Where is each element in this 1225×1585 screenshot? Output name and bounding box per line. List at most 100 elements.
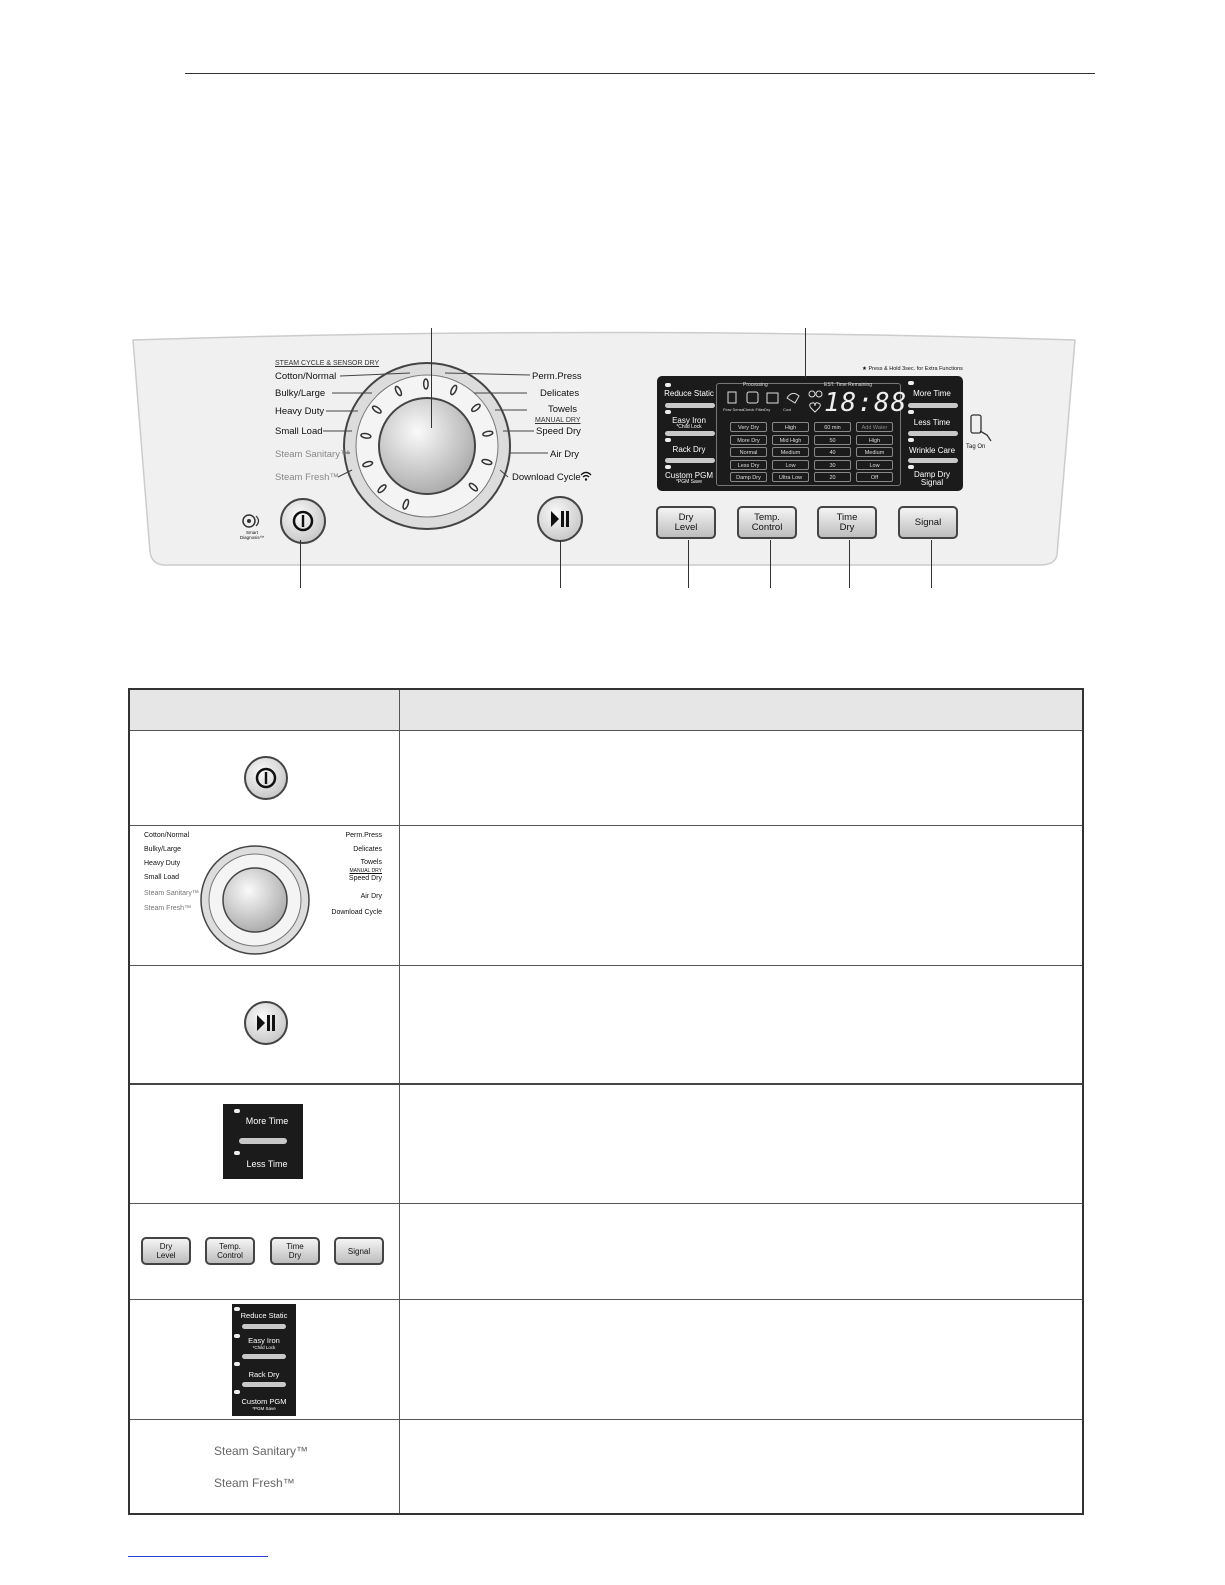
option-pill bbox=[242, 1324, 286, 1329]
custom-pgm-label: Custom PGM bbox=[241, 1397, 287, 1406]
easy-iron-pill[interactable] bbox=[665, 431, 715, 436]
check-filter-label: Check Filter bbox=[743, 407, 765, 412]
dial-option-download-cycle: Download Cycle bbox=[512, 472, 581, 483]
settings-grid-cell: Very Dry bbox=[730, 422, 767, 432]
lock-heart-icons bbox=[808, 390, 823, 413]
dial-option-small: Small Load bbox=[275, 426, 323, 437]
led-indicator bbox=[234, 1362, 240, 1366]
reduce-static-label: Reduce Static bbox=[240, 1311, 288, 1320]
signal-button[interactable]: Signal bbox=[898, 506, 958, 539]
led-indicator bbox=[234, 1151, 240, 1155]
custom-pgm-label[interactable]: Custom PGM bbox=[664, 471, 713, 480]
more-time-label[interactable]: More Time bbox=[913, 389, 951, 398]
dial-tick bbox=[360, 432, 372, 439]
dial-tick bbox=[377, 484, 387, 494]
top-rule bbox=[185, 73, 1095, 74]
dial-option-steam-sanitary: Steam Sanitary™ bbox=[275, 449, 350, 460]
dial-indicator-marks bbox=[360, 378, 494, 510]
settings-grid-cell: Add Water bbox=[856, 422, 893, 432]
led-indicator bbox=[665, 410, 671, 414]
more-time-label: More Time bbox=[245, 1116, 289, 1126]
time-display: 18:88 bbox=[824, 388, 908, 418]
reduce-static-pill[interactable] bbox=[665, 403, 715, 408]
dial-tick bbox=[422, 378, 429, 390]
time-adjust-panel: More Time Less Time bbox=[223, 1104, 303, 1179]
dial-option-label: Bulky/Large bbox=[144, 846, 181, 853]
signal-button: Signal bbox=[334, 1237, 384, 1265]
dial-option-label: Heavy Duty bbox=[144, 860, 181, 867]
wrinkle-care-label[interactable]: Wrinkle Care bbox=[908, 446, 956, 455]
option-buttons-panel: Reduce Static Easy Iron *Child Lock Rack… bbox=[232, 1304, 296, 1416]
extra-functions-note: ★ Press & Hold 3sec. for Extra Functions bbox=[862, 366, 963, 372]
dry-level-button[interactable]: Dry Level bbox=[656, 506, 716, 539]
dry-label: Dry bbox=[764, 407, 771, 412]
settings-grid-cell: 30 bbox=[814, 459, 851, 470]
dial-tick bbox=[371, 405, 382, 414]
dial-option-label: Speed Dry bbox=[348, 875, 382, 882]
led-indicator bbox=[665, 438, 671, 442]
more-time-pill[interactable] bbox=[908, 403, 958, 408]
play-pause-icon bbox=[257, 1015, 275, 1031]
easy-iron-label: Easy Iron bbox=[248, 1336, 280, 1345]
dial-option-cotton: Cotton/Normal bbox=[275, 371, 337, 382]
callout-line bbox=[805, 328, 806, 378]
dial-option-bulky: Bulky/Large bbox=[275, 388, 326, 399]
rack-dry-label[interactable]: Rack Dry bbox=[672, 445, 706, 454]
table-row bbox=[130, 1419, 1082, 1420]
pgm-save-label: *PGM Save bbox=[252, 1406, 276, 1411]
dial-option-label: Download Cycle bbox=[331, 909, 382, 916]
power-icon bbox=[292, 510, 314, 532]
callout-line bbox=[849, 540, 850, 588]
smart-diagnosis-label: Smart Diagnosis™ bbox=[239, 530, 265, 540]
dial-tick bbox=[470, 403, 481, 413]
dial-tick bbox=[362, 460, 374, 468]
reduce-static-label[interactable]: Reduce Static bbox=[664, 389, 714, 398]
settings-grid-cell: Normal bbox=[730, 447, 767, 457]
flow-sense-label: Flow Sense bbox=[723, 407, 744, 412]
time-adjust-pill bbox=[239, 1138, 287, 1144]
easy-iron-label[interactable]: Easy Iron bbox=[672, 416, 706, 425]
cool-label: Cool bbox=[783, 407, 792, 412]
less-time-label[interactable]: Less Time bbox=[913, 418, 951, 427]
option-pill bbox=[242, 1382, 286, 1387]
table-row bbox=[130, 1083, 1082, 1085]
dial-option-label: MANUAL DRY bbox=[349, 868, 382, 874]
dial-option-label: Towels bbox=[360, 859, 382, 866]
wrinkle-care-pill[interactable] bbox=[908, 458, 958, 463]
settings-grid-cell: Off bbox=[856, 472, 893, 482]
led-indicator bbox=[234, 1390, 240, 1394]
start-pause-button bbox=[244, 1001, 288, 1045]
settings-grid-cell: Medium bbox=[772, 447, 809, 457]
steam-sanitary-label: Steam Sanitary™ bbox=[214, 1444, 309, 1458]
led-indicator bbox=[234, 1307, 240, 1311]
dial-tick bbox=[468, 482, 479, 492]
less-time-pill[interactable] bbox=[908, 431, 958, 436]
time-dry-button[interactable]: Time Dry bbox=[817, 506, 877, 539]
start-pause-button[interactable] bbox=[537, 496, 583, 542]
led-indicator bbox=[665, 383, 671, 387]
damp-dry-label[interactable]: Damp Dry bbox=[913, 470, 950, 479]
settings-grid-cell: Low bbox=[772, 459, 809, 470]
rack-dry-pill[interactable] bbox=[665, 458, 715, 463]
settings-grid-cell: 20 bbox=[814, 472, 851, 482]
settings-grid-cell: 40 bbox=[814, 447, 851, 457]
dial-option-label: Air Dry bbox=[360, 893, 382, 900]
settings-grid-cell: Ultra Low bbox=[772, 472, 809, 482]
lcd-screen bbox=[716, 383, 901, 486]
callout-line bbox=[431, 328, 432, 428]
power-button[interactable] bbox=[280, 498, 326, 544]
table-row bbox=[130, 730, 1082, 731]
lcd-display-panel: Reduce Static Easy Iron *Child Lock Rack… bbox=[657, 376, 963, 491]
dry-level-button: Dry Level bbox=[141, 1237, 191, 1265]
wifi-icon bbox=[580, 471, 592, 481]
dial-option-delicates: Delicates bbox=[540, 388, 580, 399]
dial-option-label: Steam Sanitary™ bbox=[144, 890, 199, 897]
dial-option-label: Delicates bbox=[353, 846, 382, 853]
temp-control-button[interactable]: Temp. Control bbox=[737, 506, 797, 539]
tag-on-icon bbox=[970, 414, 992, 442]
settings-grid-cell: More Dry bbox=[730, 434, 767, 445]
dial-option-air-dry: Air Dry bbox=[550, 449, 580, 460]
settings-grid-cell: Less Dry bbox=[730, 459, 767, 470]
temp-control-button: Temp. Control bbox=[205, 1237, 255, 1265]
